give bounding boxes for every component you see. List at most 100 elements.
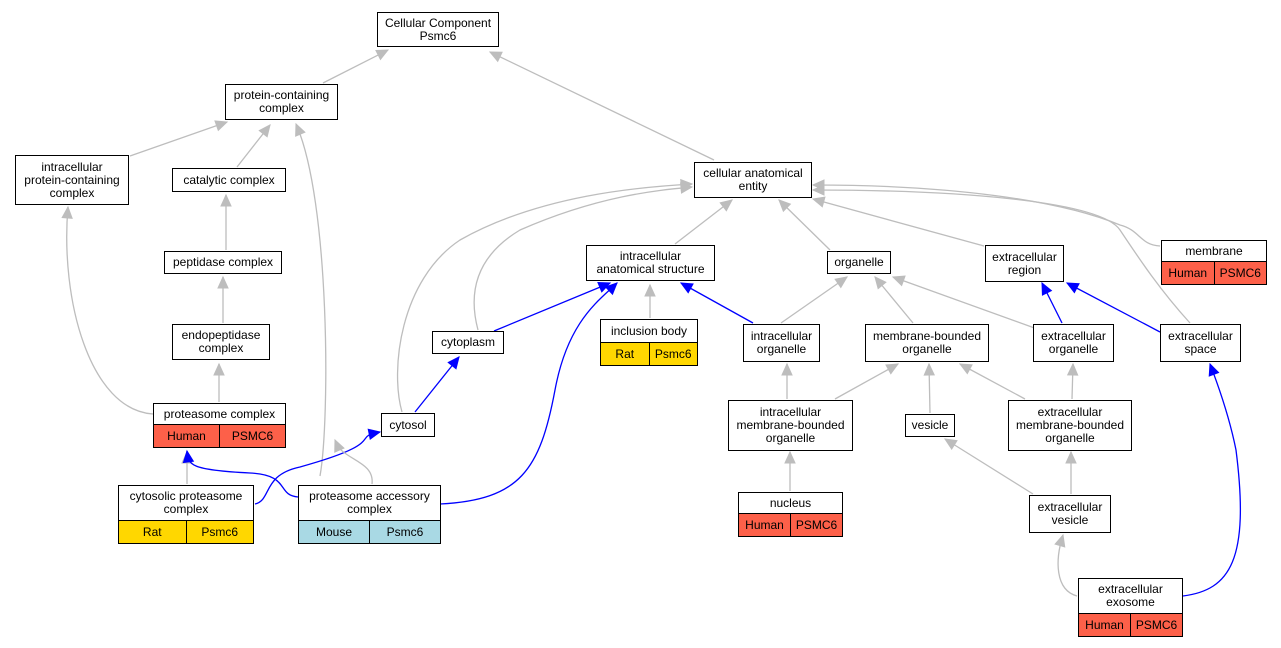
node-extracellular-membrane-bounded-organelle[interactable]: extracellular membrane-bounded organelle <box>1008 400 1132 451</box>
node-cytoplasm[interactable]: cytoplasm <box>432 331 504 354</box>
arrowhead <box>597 282 612 293</box>
arrowhead <box>891 275 906 287</box>
node-label: extracellular exosome <box>1098 582 1163 609</box>
arrowhead <box>644 283 656 297</box>
species-cell: Human <box>1079 614 1130 636</box>
is-a-edge <box>396 183 693 413</box>
arrowhead <box>834 276 848 289</box>
gene-cell: PSMC6 <box>1130 614 1182 636</box>
is-a-edge <box>834 363 899 400</box>
species-cell: Rat <box>119 521 186 543</box>
arrowhead <box>778 199 792 213</box>
is-a-edge <box>473 186 693 331</box>
is-a-edge <box>66 206 154 415</box>
gene-cell: Psmc6 <box>369 521 440 543</box>
node-cellular-component[interactable]: Cellular Component Psmc6 <box>377 12 499 47</box>
annotation-row: Human PSMC6 <box>739 513 842 536</box>
arrowhead <box>679 282 694 294</box>
species-cell: Human <box>154 425 219 447</box>
node-extracellular-exosome[interactable]: extracellular exosome Human PSMC6 <box>1078 578 1183 637</box>
species-cell: Rat <box>601 343 649 365</box>
node-cytosol[interactable]: cytosol <box>381 413 435 437</box>
node-intracellular-protein-containing-complex[interactable]: intracellular protein-containing complex <box>15 155 129 205</box>
arrowhead <box>213 362 225 376</box>
node-label: intracellular protein-containing complex <box>24 159 120 200</box>
arrowhead <box>334 438 345 453</box>
is-a-edge <box>778 199 831 251</box>
annotation-row: Human PSMC6 <box>154 424 285 447</box>
part-of-edge <box>439 282 618 505</box>
arrowhead <box>781 362 793 376</box>
node-extracellular-space[interactable]: extracellular space <box>1160 324 1241 362</box>
node-extracellular-vesicle[interactable]: extracellular vesicle <box>1029 495 1111 533</box>
node-label: extracellular membrane-bounded organelle <box>1015 405 1125 445</box>
node-intracellular-anatomical-structure[interactable]: intracellular anatomical structure <box>586 245 715 281</box>
node-label: intracellular anatomical structure <box>596 249 705 276</box>
arrowhead <box>1041 281 1053 296</box>
node-peptidase-complex[interactable]: peptidase complex <box>164 251 282 274</box>
arrowhead <box>258 124 271 138</box>
part-of-edge <box>1182 363 1242 597</box>
node-extracellular-region[interactable]: extracellular region <box>985 245 1064 282</box>
arrowhead <box>958 363 973 375</box>
node-label: extracellular region <box>992 249 1057 277</box>
node-membrane[interactable]: membrane Human PSMC6 <box>1161 240 1267 285</box>
node-inclusion-body[interactable]: inclusion body Rat Psmc6 <box>600 319 698 366</box>
arrowhead <box>943 438 958 450</box>
node-endopeptidase-complex[interactable]: endopeptidase complex <box>172 324 270 360</box>
annotation-row: Mouse Psmc6 <box>299 520 440 543</box>
node-catalytic-complex[interactable]: catalytic complex <box>172 168 286 192</box>
part-of-edge <box>254 431 381 505</box>
node-label: organelle <box>834 255 884 269</box>
is-a-edge <box>322 49 389 84</box>
node-label: endopeptidase complex <box>181 328 261 355</box>
node-label: vesicle <box>911 418 949 432</box>
node-nucleus[interactable]: nucleus Human PSMC6 <box>738 492 843 537</box>
arrowhead <box>874 276 887 290</box>
node-label: intracellular membrane-bounded organelle <box>736 405 845 445</box>
part-of-edge <box>680 282 754 324</box>
arrowhead <box>375 49 390 61</box>
is-a-edge <box>295 123 327 477</box>
node-label: catalytic complex <box>183 172 275 187</box>
node-cellular-anatomical-entity[interactable]: cellular anatomical entity <box>694 162 812 198</box>
arrowhead <box>811 184 825 196</box>
arrowhead <box>1054 533 1066 548</box>
node-intracellular-membrane-bounded-organelle[interactable]: intracellular membrane-bounded organelle <box>728 400 853 451</box>
is-a-edge <box>959 363 1026 400</box>
node-label: cytoplasm <box>440 335 496 349</box>
arrowhead <box>1065 282 1080 294</box>
node-label: membrane <box>1185 243 1243 258</box>
arrowhead <box>1065 450 1077 464</box>
node-label: proteasome complex <box>163 406 276 421</box>
node-label: cytosol <box>389 417 427 432</box>
arrowhead <box>923 362 936 376</box>
node-proteasome-accessory-complex[interactable]: proteasome accessory complex Mouse Psmc6 <box>298 485 441 544</box>
part-of-edge <box>493 282 611 332</box>
gene-cell: PSMC6 <box>790 514 842 536</box>
arrowhead <box>719 199 733 212</box>
arrowhead <box>61 205 73 219</box>
is-a-edge <box>812 189 1191 324</box>
node-vesicle[interactable]: vesicle <box>905 414 955 437</box>
annotation-row: Human PSMC6 <box>1079 613 1182 636</box>
node-intracellular-organelle[interactable]: intracellular organelle <box>743 324 820 362</box>
is-a-edge <box>780 276 848 324</box>
is-a-edge <box>489 51 715 161</box>
is-a-edge <box>129 121 228 157</box>
node-organelle[interactable]: organelle <box>827 251 891 274</box>
arrowhead <box>604 282 618 296</box>
arrowhead <box>217 275 229 289</box>
node-protein-containing-complex[interactable]: protein-containing complex <box>225 84 338 120</box>
arrowhead <box>488 51 503 63</box>
node-proteasome-complex[interactable]: proteasome complex Human PSMC6 <box>153 403 286 448</box>
gene-cell: Psmc6 <box>185 521 253 543</box>
arrowhead <box>367 428 382 440</box>
node-cytosolic-proteasome-complex[interactable]: cytosolic proteasome complex Rat Psmc6 <box>118 485 254 544</box>
is-a-edge <box>944 438 1034 495</box>
is-a-edge <box>674 199 733 245</box>
node-extracellular-organelle[interactable]: extracellular organelle <box>1033 324 1114 362</box>
node-membrane-bounded-organelle[interactable]: membrane-bounded organelle <box>865 324 989 362</box>
